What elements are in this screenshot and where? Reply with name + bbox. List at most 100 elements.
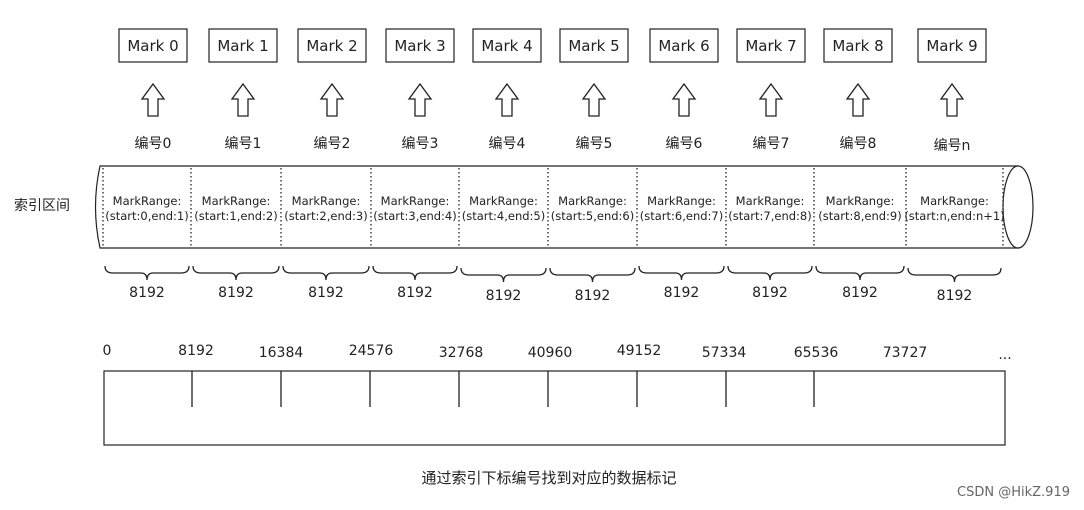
row-offset-label: 0 <box>103 343 112 359</box>
row-offset-label: 32768 <box>439 345 484 361</box>
mark-box: Mark 0 <box>118 28 188 63</box>
up-arrow-icon <box>845 82 871 117</box>
mark-range-detail: (start:2,end:3) <box>284 209 367 223</box>
mark-range-detail: (start:1,end:2) <box>194 209 277 223</box>
granule-size-label: 8192 <box>842 285 878 301</box>
mark-range-detail: (start:0,end:1) <box>105 209 188 223</box>
granule-size-label: 8192 <box>937 288 973 304</box>
mark-range-detail: (start:5,end:6) <box>551 209 634 223</box>
mark-range: MarkRange:(start:0,end:1) <box>105 194 188 223</box>
row-offset-label: 65536 <box>794 345 839 361</box>
mark-box: Mark 6 <box>649 28 719 63</box>
up-arrow-icon <box>758 82 784 117</box>
mark-label: Mark 7 <box>745 37 796 55</box>
mark-range: MarkRange:(start:1,end:2) <box>194 194 277 223</box>
row-offset-label: 16384 <box>259 345 304 361</box>
mark-range-detail: (start:4,end:5) <box>462 209 545 223</box>
granule-brace <box>638 265 725 281</box>
mark-range-title: MarkRange: <box>469 194 538 208</box>
granule-size-label: 8192 <box>308 285 344 301</box>
mark-number-label: 编号1 <box>225 136 262 152</box>
granule-size-label: 8192 <box>397 285 433 301</box>
mark-range-title: MarkRange: <box>292 194 361 208</box>
granule-brace <box>192 265 280 281</box>
mark-number-label: 编号4 <box>489 136 526 152</box>
mark-range: MarkRange:(start:2,end:3) <box>284 194 367 223</box>
mark-range-title: MarkRange: <box>647 194 716 208</box>
mark-label: Mark 4 <box>481 37 532 55</box>
mark-label: Mark 2 <box>306 37 357 55</box>
up-arrow-icon <box>140 82 166 117</box>
mark-box: Mark 1 <box>208 28 278 63</box>
row-offset-label: 57334 <box>702 345 747 361</box>
mark-range-detail: (start:8,end:9) <box>818 209 901 223</box>
mark-range-title: MarkRange: <box>113 194 182 208</box>
granule-brace <box>460 267 547 283</box>
mark-label: Mark 1 <box>217 37 268 55</box>
granule-size-label: 8192 <box>129 285 165 301</box>
mark-range-detail: (start:7,end:8) <box>728 209 811 223</box>
row-offset-label: 24576 <box>349 343 394 359</box>
diagram-caption: 通过索引下标编号找到对应的数据标记 <box>421 469 676 487</box>
data-ruler <box>103 370 1006 446</box>
up-arrow-icon <box>939 82 965 117</box>
granule-size-label: 8192 <box>486 288 522 304</box>
mark-box: Mark 9 <box>917 28 987 63</box>
granule-brace <box>549 267 636 283</box>
mark-range-detail: (start:6,end:7) <box>640 209 723 223</box>
mark-number-label: 编号8 <box>840 136 877 152</box>
mark-range: MarkRange:(start:6,end:7) <box>640 194 723 223</box>
mark-box: Mark 4 <box>472 28 542 63</box>
mark-number-label: 编号0 <box>135 136 172 152</box>
mark-number-label: 编号2 <box>314 136 351 152</box>
row-offset-label: 49152 <box>617 343 662 359</box>
mark-range-title: MarkRange: <box>736 194 805 208</box>
granule-brace <box>372 265 458 281</box>
mark-label: Mark 9 <box>926 37 977 55</box>
row-offset-label: 73727 <box>883 345 928 361</box>
cylinder-end-cap <box>1002 165 1034 249</box>
mark-number-label: 编号5 <box>576 136 613 152</box>
mark-range: MarkRange:(start:5,end:6) <box>551 194 634 223</box>
mark-number-label: 编号n <box>934 138 971 154</box>
granule-size-label: 8192 <box>752 285 788 301</box>
mark-range-title: MarkRange: <box>920 194 989 208</box>
mark-number-label: 编号3 <box>402 136 439 152</box>
row-offset-label: 40960 <box>528 345 573 361</box>
row-offset-label: 8192 <box>178 343 214 359</box>
mark-label: Mark 6 <box>658 37 709 55</box>
granule-brace <box>727 265 813 281</box>
up-arrow-icon <box>319 82 345 117</box>
index-range-label: 索引区间 <box>14 197 70 214</box>
mark-range: MarkRange:(start:3,end:4) <box>373 194 456 223</box>
granule-brace <box>815 265 905 281</box>
mark-number-label: 编号7 <box>753 136 790 152</box>
mark-range: MarkRange:(start:n,end:n+1) <box>904 194 1004 223</box>
granule-size-label: 8192 <box>575 288 611 304</box>
mark-range: MarkRange:(start:4,end:5) <box>462 194 545 223</box>
mark-range-title: MarkRange: <box>558 194 627 208</box>
mark-label: Mark 5 <box>568 37 619 55</box>
mark-range-title: MarkRange: <box>381 194 450 208</box>
granule-brace <box>282 265 370 281</box>
up-arrow-icon <box>494 82 520 117</box>
mark-box: Mark 2 <box>297 28 367 63</box>
up-arrow-icon <box>671 82 697 117</box>
up-arrow-icon <box>230 82 256 117</box>
mark-label: Mark 0 <box>127 37 178 55</box>
row-offset-label: ... <box>998 347 1011 363</box>
granule-brace <box>907 267 1002 283</box>
mark-range-title: MarkRange: <box>826 194 895 208</box>
granule-size-label: 8192 <box>218 285 254 301</box>
granule-brace <box>104 265 190 281</box>
index-cylinder <box>94 165 1034 249</box>
watermark: CSDN @HikZ.919 <box>957 485 1070 500</box>
mark-range-detail: (start:n,end:n+1) <box>904 209 1004 223</box>
mark-number-label: 编号6 <box>666 136 703 152</box>
mark-label: Mark 3 <box>394 37 445 55</box>
up-arrow-icon <box>581 82 607 117</box>
mark-label: Mark 8 <box>832 37 883 55</box>
mark-box: Mark 7 <box>736 28 806 63</box>
mark-box: Mark 3 <box>385 28 455 63</box>
